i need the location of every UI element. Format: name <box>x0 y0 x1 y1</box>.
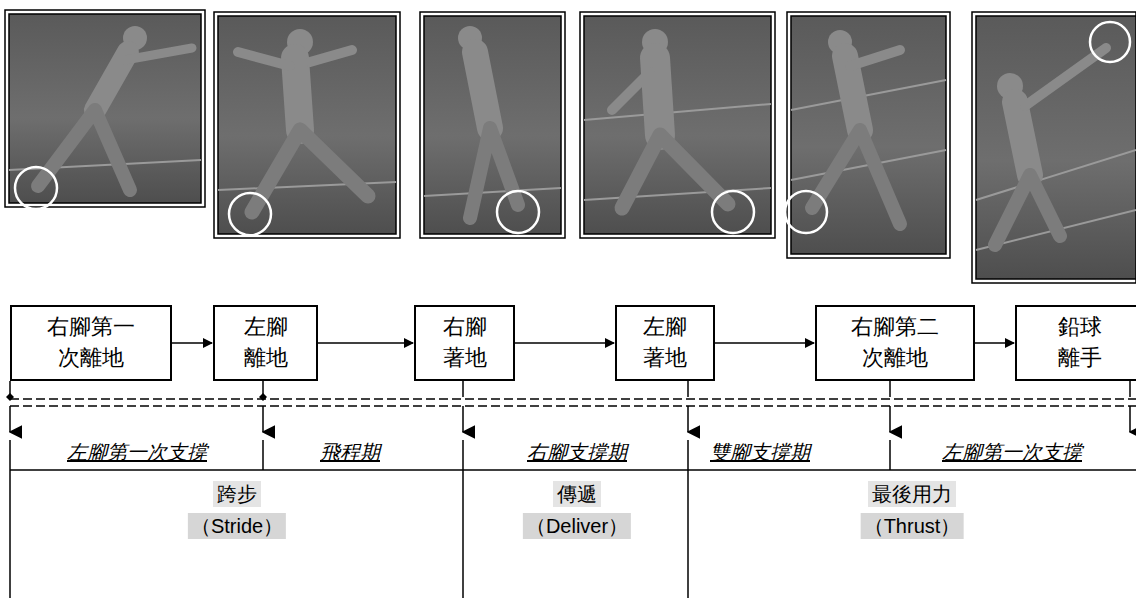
athlete-arm <box>1025 48 1106 106</box>
athlete-body <box>295 58 300 130</box>
flow-arrow <box>715 342 814 344</box>
shot-marker <box>1090 22 1130 62</box>
athlete-body <box>475 52 490 128</box>
event-ticks <box>10 381 1130 397</box>
photo <box>424 16 561 234</box>
table-line <box>9 440 11 598</box>
ground-line <box>424 188 561 196</box>
athlete-arm <box>125 48 192 60</box>
photo <box>976 16 1136 279</box>
phase-label: 左腳第一次支撐 <box>940 439 1084 465</box>
athlete-arm <box>850 50 900 66</box>
stage-label: 最後用力 <box>868 481 956 507</box>
phase-arrow <box>1129 406 1131 432</box>
ground-line <box>9 160 201 170</box>
process-box: 右腳第一 次離地 <box>10 305 172 381</box>
athlete-legs <box>470 128 518 218</box>
foot-marker <box>785 191 827 233</box>
box-label: 右腳第一 次離地 <box>46 312 136 374</box>
stage-label: （Stride） <box>188 513 286 539</box>
photo-frame <box>420 12 565 238</box>
table-line <box>889 440 891 470</box>
process-box: 鉛球 離手 <box>1015 305 1136 381</box>
timeline-dashed <box>10 399 1136 406</box>
athlete-body <box>655 58 660 135</box>
process-box: 右腳 著地 <box>414 305 515 381</box>
box-label: 左腳 離地 <box>243 312 289 374</box>
phase-arrow <box>462 406 464 432</box>
phase-arrows <box>10 406 1130 432</box>
ground-line <box>976 150 1136 250</box>
frame-outer <box>420 12 565 238</box>
frame-outer <box>972 12 1136 283</box>
athlete-arm <box>238 50 352 66</box>
photo <box>584 16 771 234</box>
photo-frame <box>5 10 205 209</box>
phase-table <box>10 440 1136 598</box>
foot-marker <box>229 193 271 235</box>
phase-label: 雙腳支撐期 <box>708 439 812 465</box>
box-label: 鉛球 離手 <box>1057 312 1103 374</box>
foot-marker <box>497 191 539 233</box>
phase-arrow <box>9 406 11 432</box>
table-line <box>687 440 689 598</box>
flow-arrow <box>318 342 413 344</box>
flow-arrow <box>975 342 1014 344</box>
foot-marker <box>15 167 57 209</box>
athlete-legs <box>252 130 368 212</box>
photo <box>9 14 201 203</box>
photo-frame <box>972 12 1136 283</box>
stage-label: （Deliver） <box>523 513 631 539</box>
flow-arrow <box>515 342 614 344</box>
table-line <box>262 440 264 470</box>
event-tick <box>462 381 464 397</box>
phase-label: 右腳支撐期 <box>525 439 629 465</box>
process-box: 左腳 離地 <box>213 305 318 381</box>
athlete-legs <box>622 135 728 208</box>
process-box: 左腳 著地 <box>615 305 715 381</box>
frame-outer <box>214 12 400 238</box>
event-tick <box>687 381 689 397</box>
stage-label: 傳遞 <box>553 481 601 507</box>
foot-marker <box>712 191 754 233</box>
box-label: 右腳第二 次離地 <box>850 312 940 374</box>
athlete-arm <box>612 72 650 110</box>
stage-label: 跨步 <box>213 481 261 507</box>
process-box: 右腳第二 次離地 <box>815 305 975 381</box>
box-label: 右腳 著地 <box>442 312 488 374</box>
photo-frame <box>785 12 950 258</box>
photo-frame <box>214 12 400 238</box>
stage-label: （Thrust） <box>861 513 964 539</box>
athlete-body <box>1015 102 1030 175</box>
frame-outer <box>5 10 205 207</box>
table-line <box>462 440 464 598</box>
photo-frame <box>580 12 775 238</box>
photo <box>791 16 946 254</box>
frame-outer <box>580 12 775 238</box>
photo <box>218 16 396 234</box>
box-label: 左腳 著地 <box>642 312 688 374</box>
phase-label: 飛程期 <box>318 439 382 465</box>
athlete-legs <box>812 130 900 224</box>
event-diamond <box>6 393 267 401</box>
phase-arrow <box>262 406 264 432</box>
phase-arrow <box>687 406 689 432</box>
event-tick <box>889 381 891 397</box>
flow-arrow <box>172 342 212 344</box>
phase-label: 左腳第一次支撐 <box>65 439 209 465</box>
athlete-legs <box>38 110 130 190</box>
phase-arrow <box>889 406 891 432</box>
event-tick <box>1129 381 1131 397</box>
athlete-legs <box>995 175 1060 245</box>
frame-outer <box>787 12 950 258</box>
table-line <box>10 469 1136 471</box>
